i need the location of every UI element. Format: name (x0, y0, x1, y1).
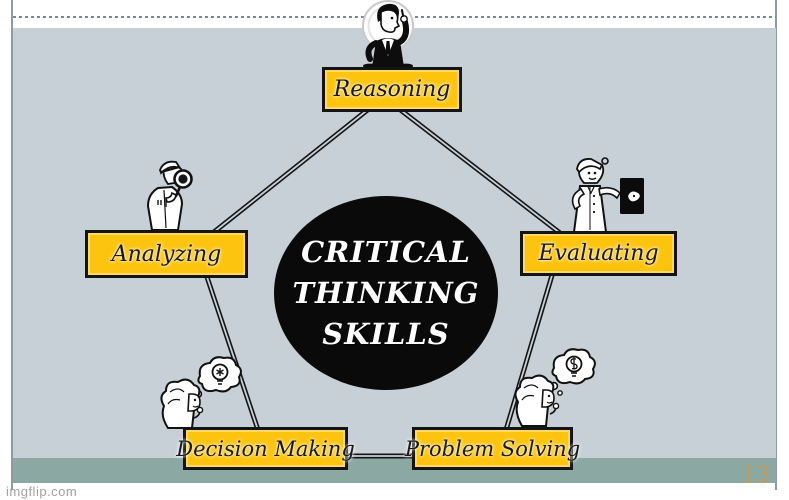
skill-label-analyzing: Analyzing (111, 241, 222, 267)
slide-right-guide-line (775, 0, 777, 490)
page-number: 13 (742, 463, 770, 488)
slide-bottom-band (13, 458, 776, 483)
slide-top-dashed-guide (13, 16, 776, 18)
skill-label-decision-making: Decision Making (176, 436, 355, 461)
skill-box-reasoning: Reasoning (322, 67, 462, 112)
central-topic-line-3: SKILLS (322, 316, 450, 351)
slide-left-guide-line (11, 0, 13, 490)
skill-label-evaluating: Evaluating (538, 241, 659, 266)
imgflip-watermark: imgflip.com (6, 484, 78, 499)
skill-box-evaluating: Evaluating (520, 231, 677, 276)
skill-box-analyzing: Analyzing (85, 230, 248, 278)
central-topic-circle: CRITICAL THINKING SKILLS (274, 196, 498, 390)
skill-box-decision-making: Decision Making (176, 427, 355, 470)
central-topic-line-2: THINKING (292, 275, 480, 310)
skill-label-reasoning: Reasoning (333, 77, 451, 102)
central-topic-line-1: CRITICAL (301, 234, 471, 269)
skill-label-problem-solving: Problem Solving (404, 436, 581, 461)
skill-box-problem-solving: Problem Solving (405, 427, 580, 470)
